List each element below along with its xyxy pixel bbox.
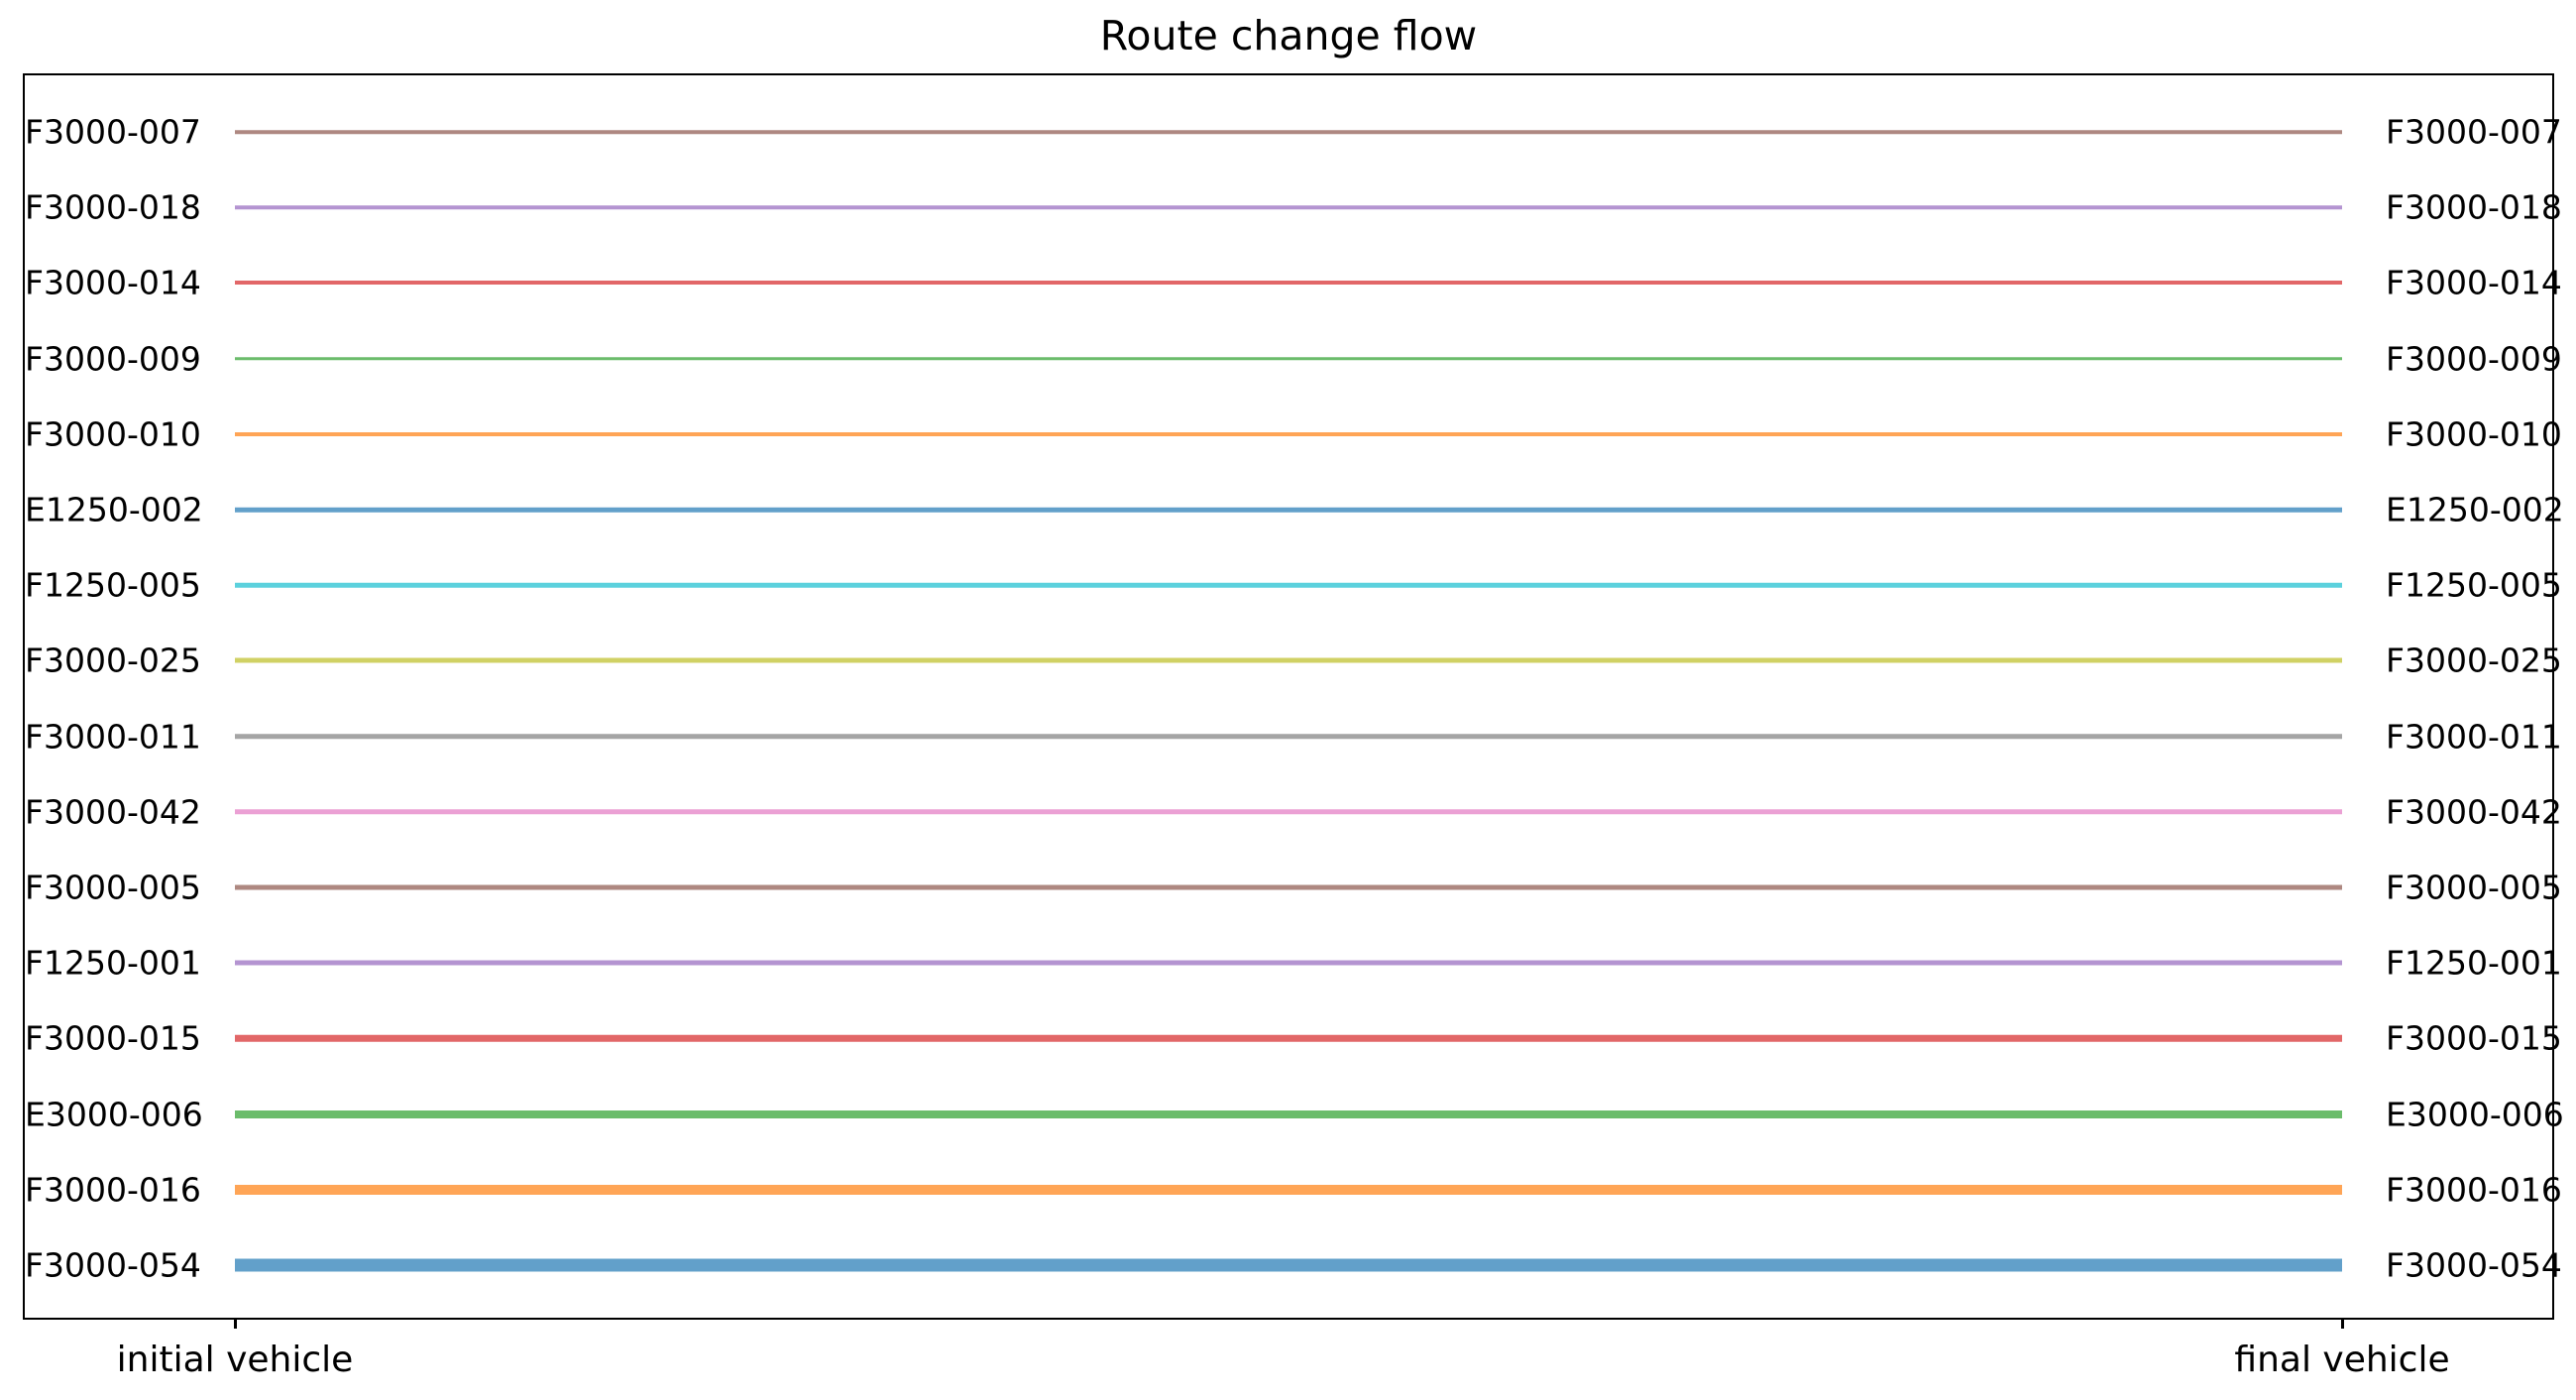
flow-line [235, 657, 2342, 663]
initial-vehicle-label: F3000-009 [25, 339, 201, 379]
flow-line [235, 960, 2342, 966]
final-vehicle-label: F3000-025 [2386, 641, 2562, 680]
final-vehicle-label: E1250-002 [2386, 490, 2564, 529]
flow-line [235, 130, 2342, 134]
initial-vehicle-label: F3000-042 [25, 792, 201, 832]
x-tick-final-vehicle [2341, 1318, 2344, 1329]
initial-vehicle-label: F3000-007 [25, 112, 201, 152]
initial-vehicle-label: F3000-054 [25, 1245, 201, 1285]
initial-vehicle-label: F3000-015 [25, 1018, 201, 1058]
final-vehicle-label: F3000-010 [2386, 414, 2562, 454]
final-vehicle-label: F3000-015 [2386, 1018, 2562, 1058]
final-vehicle-label: F3000-018 [2386, 187, 2562, 227]
x-axis-label-initial-vehicle: initial vehicle [116, 1340, 354, 1380]
initial-vehicle-label: E1250-002 [25, 490, 203, 529]
chart-title: Route change flow [1099, 12, 1478, 59]
flow-line [235, 809, 2342, 815]
final-vehicle-label: F3000-011 [2386, 717, 2562, 757]
final-vehicle-label: F3000-007 [2386, 112, 2562, 152]
final-vehicle-label: F3000-054 [2386, 1245, 2562, 1285]
initial-vehicle-label: F3000-011 [25, 717, 201, 757]
flow-line [235, 582, 2342, 588]
initial-vehicle-label: F3000-005 [25, 868, 201, 907]
initial-vehicle-label: F1250-005 [25, 565, 201, 605]
final-vehicle-label: F3000-009 [2386, 339, 2562, 379]
flow-line [235, 1109, 2342, 1118]
initial-vehicle-label: F3000-018 [25, 187, 201, 227]
flow-line [235, 1184, 2342, 1195]
final-vehicle-label: F3000-005 [2386, 868, 2562, 907]
initial-vehicle-label: E3000-006 [25, 1095, 203, 1134]
flow-line [235, 1035, 2342, 1042]
initial-vehicle-label: F3000-016 [25, 1170, 201, 1210]
flow-line [235, 431, 2342, 436]
final-vehicle-label: F3000-014 [2386, 263, 2562, 302]
flow-line [235, 1258, 2342, 1272]
final-vehicle-label: F1250-001 [2386, 943, 2562, 983]
flow-line [235, 281, 2342, 286]
initial-vehicle-label: F1250-001 [25, 943, 201, 983]
initial-vehicle-label: F3000-014 [25, 263, 201, 302]
flow-line [235, 884, 2342, 890]
x-axis-label-final-vehicle: final vehicle [2234, 1340, 2450, 1380]
initial-vehicle-label: F3000-010 [25, 414, 201, 454]
flow-line [235, 507, 2342, 513]
final-vehicle-label: E3000-006 [2386, 1095, 2564, 1134]
final-vehicle-label: F3000-042 [2386, 792, 2562, 832]
final-vehicle-label: F3000-016 [2386, 1170, 2562, 1210]
initial-vehicle-label: F3000-025 [25, 641, 201, 680]
flow-line [235, 205, 2342, 209]
x-tick-initial-vehicle [234, 1318, 237, 1329]
flow-line [235, 733, 2342, 740]
flow-line [235, 356, 2342, 361]
final-vehicle-label: F1250-005 [2386, 565, 2562, 605]
